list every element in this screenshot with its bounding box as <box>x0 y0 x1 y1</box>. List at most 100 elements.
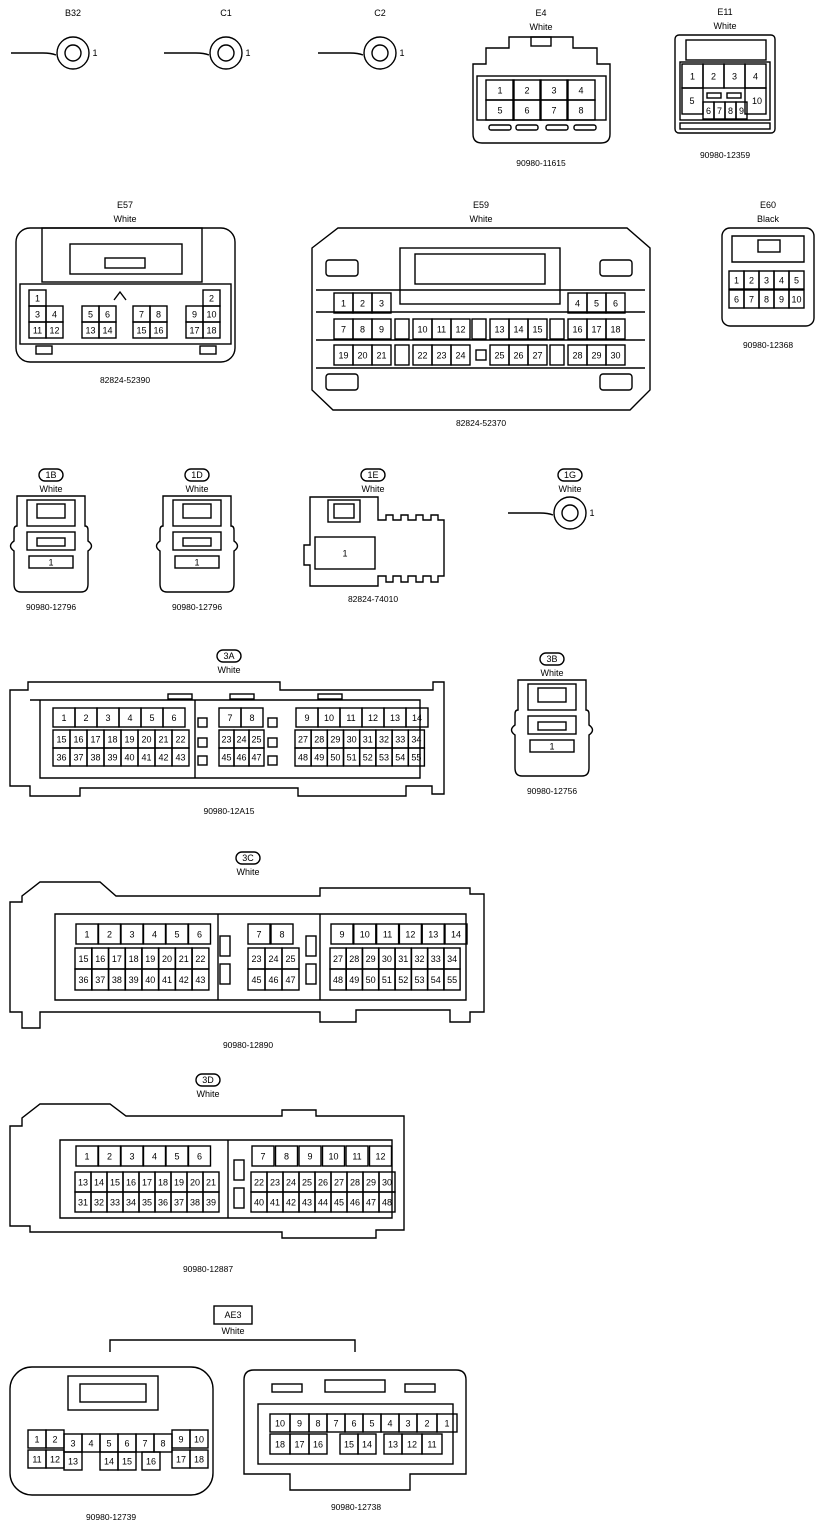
pin-cell <box>149 321 168 339</box>
connector-id-badge <box>235 851 261 865</box>
latch <box>324 1379 386 1393</box>
connector-color: White <box>540 668 563 678</box>
pin-number: 22 <box>417 350 427 360</box>
pin-cell <box>436 1413 458 1433</box>
pin-number: 51 <box>382 975 392 985</box>
pin-frame <box>679 61 771 121</box>
pin-number: 23 <box>221 734 231 744</box>
pin-number: 22 <box>175 734 185 744</box>
pin-number: 47 <box>366 1197 376 1207</box>
pin-number: 15 <box>122 1456 132 1466</box>
pin-number: 14 <box>104 1456 114 1466</box>
clip <box>404 1383 436 1393</box>
pin-number: 12 <box>455 324 465 334</box>
pin-cell <box>735 101 748 120</box>
pin-number: 10 <box>752 96 762 106</box>
pin-number: 1 <box>399 48 404 58</box>
pin-number: 42 <box>286 1197 296 1207</box>
pin-number: 1 <box>84 929 89 939</box>
pin-number: 3 <box>732 71 737 81</box>
pin-number: 42 <box>179 975 189 985</box>
connector-color: White <box>236 867 259 877</box>
pin-number: 18 <box>129 954 139 964</box>
pin-number: 4 <box>779 275 784 285</box>
pin-number: 3 <box>105 713 110 723</box>
pin-cell <box>357 1433 377 1455</box>
connector-id: 1B <box>45 470 56 480</box>
key-slot <box>545 124 569 131</box>
pin-number: 43 <box>195 975 205 985</box>
latch <box>685 39 767 61</box>
pin-number: 34 <box>126 1197 136 1207</box>
pin-number: 17 <box>189 325 199 335</box>
pin-cell <box>28 555 74 569</box>
part-number: 90980-12359 <box>700 150 750 160</box>
pin-number: 28 <box>350 1177 360 1187</box>
pin-number: 46 <box>236 752 246 762</box>
connector-id: 1G <box>564 470 576 480</box>
pin-number: 38 <box>190 1197 200 1207</box>
pin-cell <box>251 1145 275 1167</box>
part-number: 82824-52370 <box>456 418 506 428</box>
latch-frame <box>527 683 577 711</box>
connector-id: 3A <box>223 651 234 661</box>
pin-number: 6 <box>706 106 711 116</box>
pin-number: 21 <box>376 350 386 360</box>
pin-number: 26 <box>318 1177 328 1187</box>
pin-number: 24 <box>236 734 246 744</box>
part-number: 90980-12739 <box>86 1512 136 1522</box>
connector-id-badge <box>360 468 386 482</box>
pin-number: 12 <box>49 325 59 335</box>
pin-number: 2 <box>360 298 365 308</box>
pin-cell <box>162 707 186 728</box>
pin-number: 5 <box>594 298 599 308</box>
pin-number: 5 <box>174 1151 179 1161</box>
pin-cell <box>98 321 117 339</box>
pin-number: 15 <box>344 1439 354 1449</box>
pin-number: 27 <box>298 734 308 744</box>
pin-number: 6 <box>524 105 529 115</box>
pin-number: 17 <box>90 734 100 744</box>
ring-terminal <box>56 36 90 70</box>
housing-outline <box>9 1366 214 1496</box>
pin-number: 10 <box>194 1434 204 1444</box>
pin-cell <box>171 747 190 767</box>
clip <box>271 1383 303 1393</box>
pin-number: 10 <box>360 929 370 939</box>
latch <box>537 687 567 703</box>
pin-number: 1 <box>734 275 739 285</box>
pin-number: 19 <box>145 954 155 964</box>
pin-number: 9 <box>379 324 384 334</box>
pin-number: 8 <box>764 294 769 304</box>
pin-cell <box>443 968 461 991</box>
housing-outline <box>721 227 815 327</box>
pin-number: 8 <box>156 309 161 319</box>
connector-C1: C11 <box>164 8 251 70</box>
pin-number: 18 <box>158 1177 168 1187</box>
pin-cell <box>529 739 575 753</box>
pin-number: 12 <box>407 1439 417 1449</box>
pin-number: 4 <box>88 1438 93 1448</box>
pin-number: 17 <box>294 1439 304 1449</box>
pin-number: 2 <box>209 293 214 303</box>
pin-number: 32 <box>94 1197 104 1207</box>
slot <box>167 693 193 700</box>
pin-number: 45 <box>251 975 261 985</box>
pin-number: 4 <box>578 85 583 95</box>
pin-cell <box>405 707 429 728</box>
housing-outline <box>510 679 594 777</box>
pin-number: 7 <box>749 294 754 304</box>
blank-cell <box>305 963 317 985</box>
pin-cell <box>605 344 626 366</box>
lock <box>537 721 567 731</box>
latch <box>69 243 183 275</box>
pin-cell <box>378 1191 396 1213</box>
pin-number: 52 <box>363 752 373 762</box>
